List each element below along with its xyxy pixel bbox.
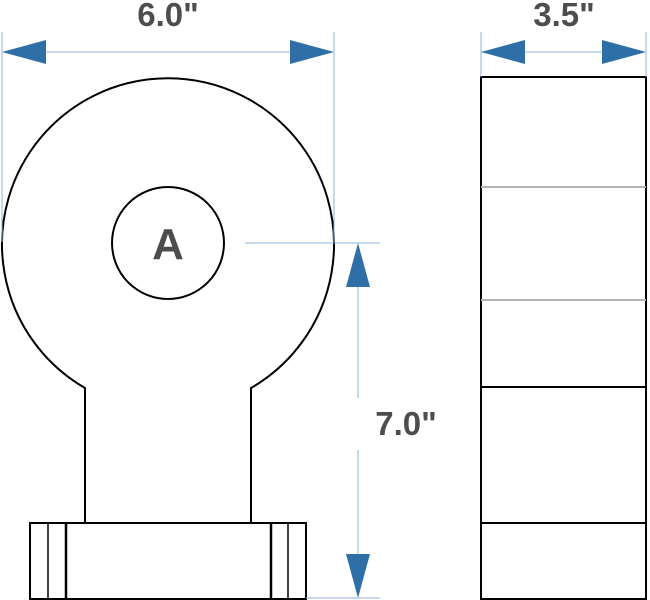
arrow-up bbox=[346, 243, 370, 287]
hole-label: A bbox=[152, 220, 184, 269]
arrow-right bbox=[602, 40, 646, 64]
dimension-width-side: 3.5" bbox=[480, 0, 647, 77]
front-view: A bbox=[1, 77, 335, 600]
hole-a bbox=[111, 186, 225, 300]
dimension-height: 7.0" bbox=[245, 242, 437, 599]
arrow-left bbox=[2, 40, 46, 64]
dimension-width-front: 6.0" bbox=[1, 0, 335, 242]
side-view bbox=[480, 76, 647, 600]
arrow-right bbox=[290, 40, 334, 64]
arrow-down bbox=[346, 554, 370, 598]
base-block bbox=[29, 522, 307, 600]
dimension-width-front-label: 6.0" bbox=[137, 0, 199, 33]
ring-outline bbox=[1, 77, 335, 524]
dimension-width-side-label: 3.5" bbox=[533, 0, 595, 33]
dimension-height-label: 7.0" bbox=[375, 405, 437, 442]
arrow-left bbox=[481, 40, 525, 64]
side-outline bbox=[480, 76, 647, 600]
